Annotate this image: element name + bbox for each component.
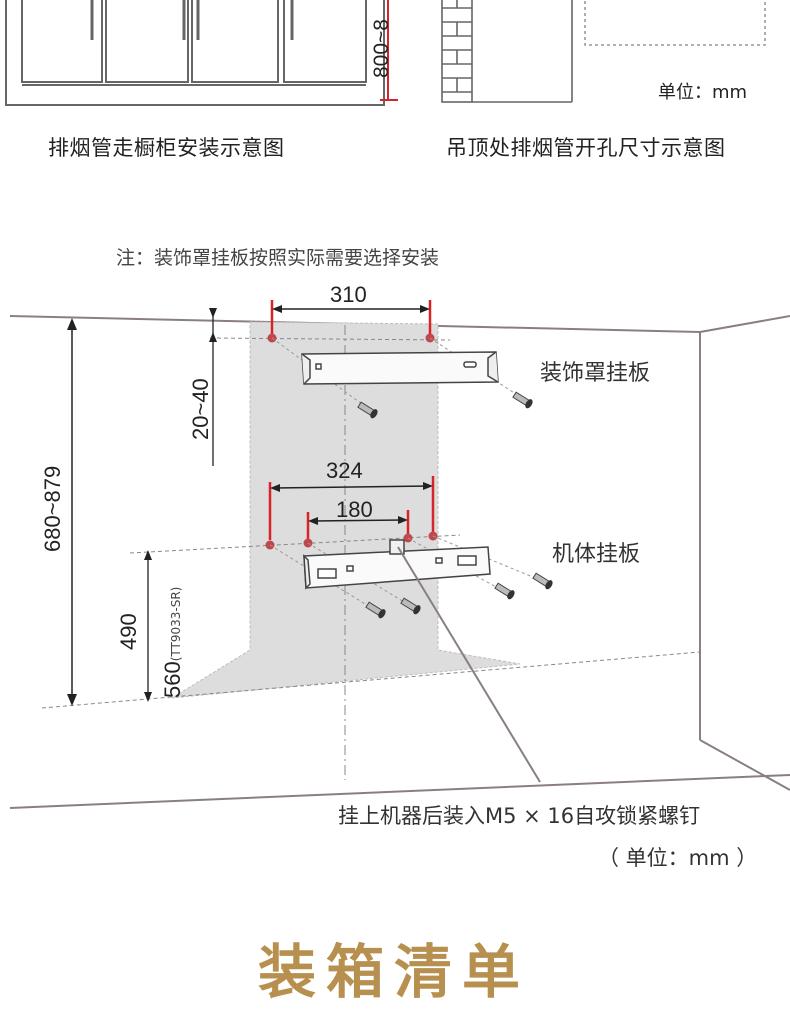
cabinet-dimension: 800~8 (370, 19, 393, 78)
body-plate-label: 机体挂板 (552, 542, 641, 567)
top-unit-label: 单位：mm (658, 82, 748, 103)
dim-560-label: 560 (160, 661, 185, 698)
dim-680-879-label: 680~879 (40, 465, 65, 552)
dim-560-group: 560(TT9033-SR) (160, 587, 186, 698)
dim-180-label: 180 (336, 497, 373, 522)
dim-20-40-label: 20~40 (188, 378, 213, 440)
cover-hanging-plate (301, 351, 499, 385)
dim-490-560-lines (144, 550, 152, 702)
install-note: 注：装饰罩挂板按照实际需要选择安装 (116, 247, 440, 269)
unit-note: （ 单位：mm ） (598, 846, 758, 870)
screw-note: 挂上机器后装入M5 × 16自攻锁紧螺钉 (338, 804, 701, 828)
packing-list-title: 装箱清单 (258, 938, 531, 1006)
screws (357, 391, 553, 619)
dim-180-lines (306, 510, 410, 540)
body-hanging-plate (303, 539, 491, 590)
left-caption: 排烟管走橱柜安装示意图 (48, 136, 285, 160)
dim-680-879-lines (67, 318, 77, 706)
screw-leader-line (397, 546, 541, 783)
dim-324-lines (268, 476, 435, 540)
ceiling-drawing (441, 0, 766, 103)
cabinet-drawing (5, 0, 385, 106)
right-caption: 吊顶处排烟管开孔尺寸示意图 (446, 136, 726, 160)
dim-310-lines (270, 300, 432, 338)
dim-20-40-lines (209, 308, 217, 466)
dim-310-label: 310 (330, 282, 367, 307)
cover-plate-label: 装饰罩挂板 (540, 361, 651, 386)
dim-560-model: (TT9033-SR) (169, 586, 183, 662)
dim-490-label: 490 (116, 613, 141, 650)
dim-324-label: 324 (326, 458, 363, 483)
